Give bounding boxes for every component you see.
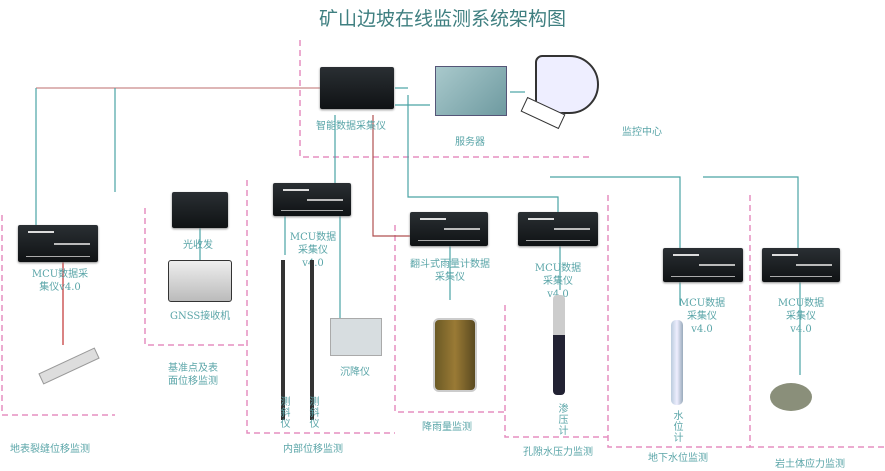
inclinometer-2	[310, 260, 314, 420]
collector-5-label: MCU数据采集仪v4.0	[678, 298, 726, 335]
diagram-title: 矿山边坡在线监测系统架构图	[318, 8, 566, 30]
server-label: 服务器	[455, 137, 485, 148]
gnss-group-label: 基准点及表面位移监测	[168, 363, 218, 387]
rain-collector	[410, 212, 488, 246]
mcu-collector-6	[762, 248, 840, 282]
inclinometer-1-label: 测斜仪	[278, 396, 289, 429]
settlement-gauge	[330, 318, 382, 356]
monitor-center-label: 监控中心	[622, 127, 662, 138]
rain-group-label: 降雨量监测	[422, 422, 472, 433]
piezometer-icon	[553, 295, 565, 395]
server-icon	[435, 66, 507, 116]
water-level-gauge-label: 水位计	[671, 410, 682, 443]
collector-1-label: MCU数据采集仪v4.0	[31, 269, 89, 293]
gnss-receiver	[168, 260, 232, 302]
rain-gauge-icon	[433, 318, 477, 392]
monitor-icon	[535, 55, 599, 114]
water-level-gauge-icon	[671, 320, 683, 405]
fiber-converter	[172, 192, 228, 228]
inclinometer-2-label: 测斜仪	[307, 396, 318, 429]
gateway-label: 智能数据采集仪	[316, 121, 386, 132]
group-boundaries	[1, 40, 885, 448]
collector-6-label: MCU数据采集仪v4.0	[777, 298, 825, 335]
internal-group-label: 内部位移监测	[283, 444, 343, 455]
inclinometer-1	[281, 260, 285, 420]
groundwater-group-label: 地下水位监测	[648, 453, 708, 464]
mcu-collector-1	[18, 225, 98, 262]
stress-group-label: 岩土体应力监测	[775, 459, 845, 470]
surface-crack-label: 地表裂缝位移监测	[10, 444, 90, 455]
settlement-label: 沉降仪	[340, 367, 370, 378]
mcu-collector-5	[663, 248, 743, 282]
smart-gateway-device	[320, 67, 394, 109]
earth-pressure-cell-icon	[770, 383, 812, 411]
mcu-collector-4	[518, 212, 598, 246]
gnss-receiver-label: GNSS接收机	[170, 311, 231, 322]
pore-group-label: 孔隙水压力监测	[523, 447, 593, 458]
piezometer-label: 渗压计	[556, 403, 567, 436]
rain-collector-label: 翻斗式雨量计数据采集仪	[410, 259, 490, 283]
mcu-collector-2	[273, 183, 351, 216]
collector-4-label: MCU数据采集仪v4.0	[534, 263, 582, 300]
fiber-converter-label: 光收发	[183, 240, 213, 251]
